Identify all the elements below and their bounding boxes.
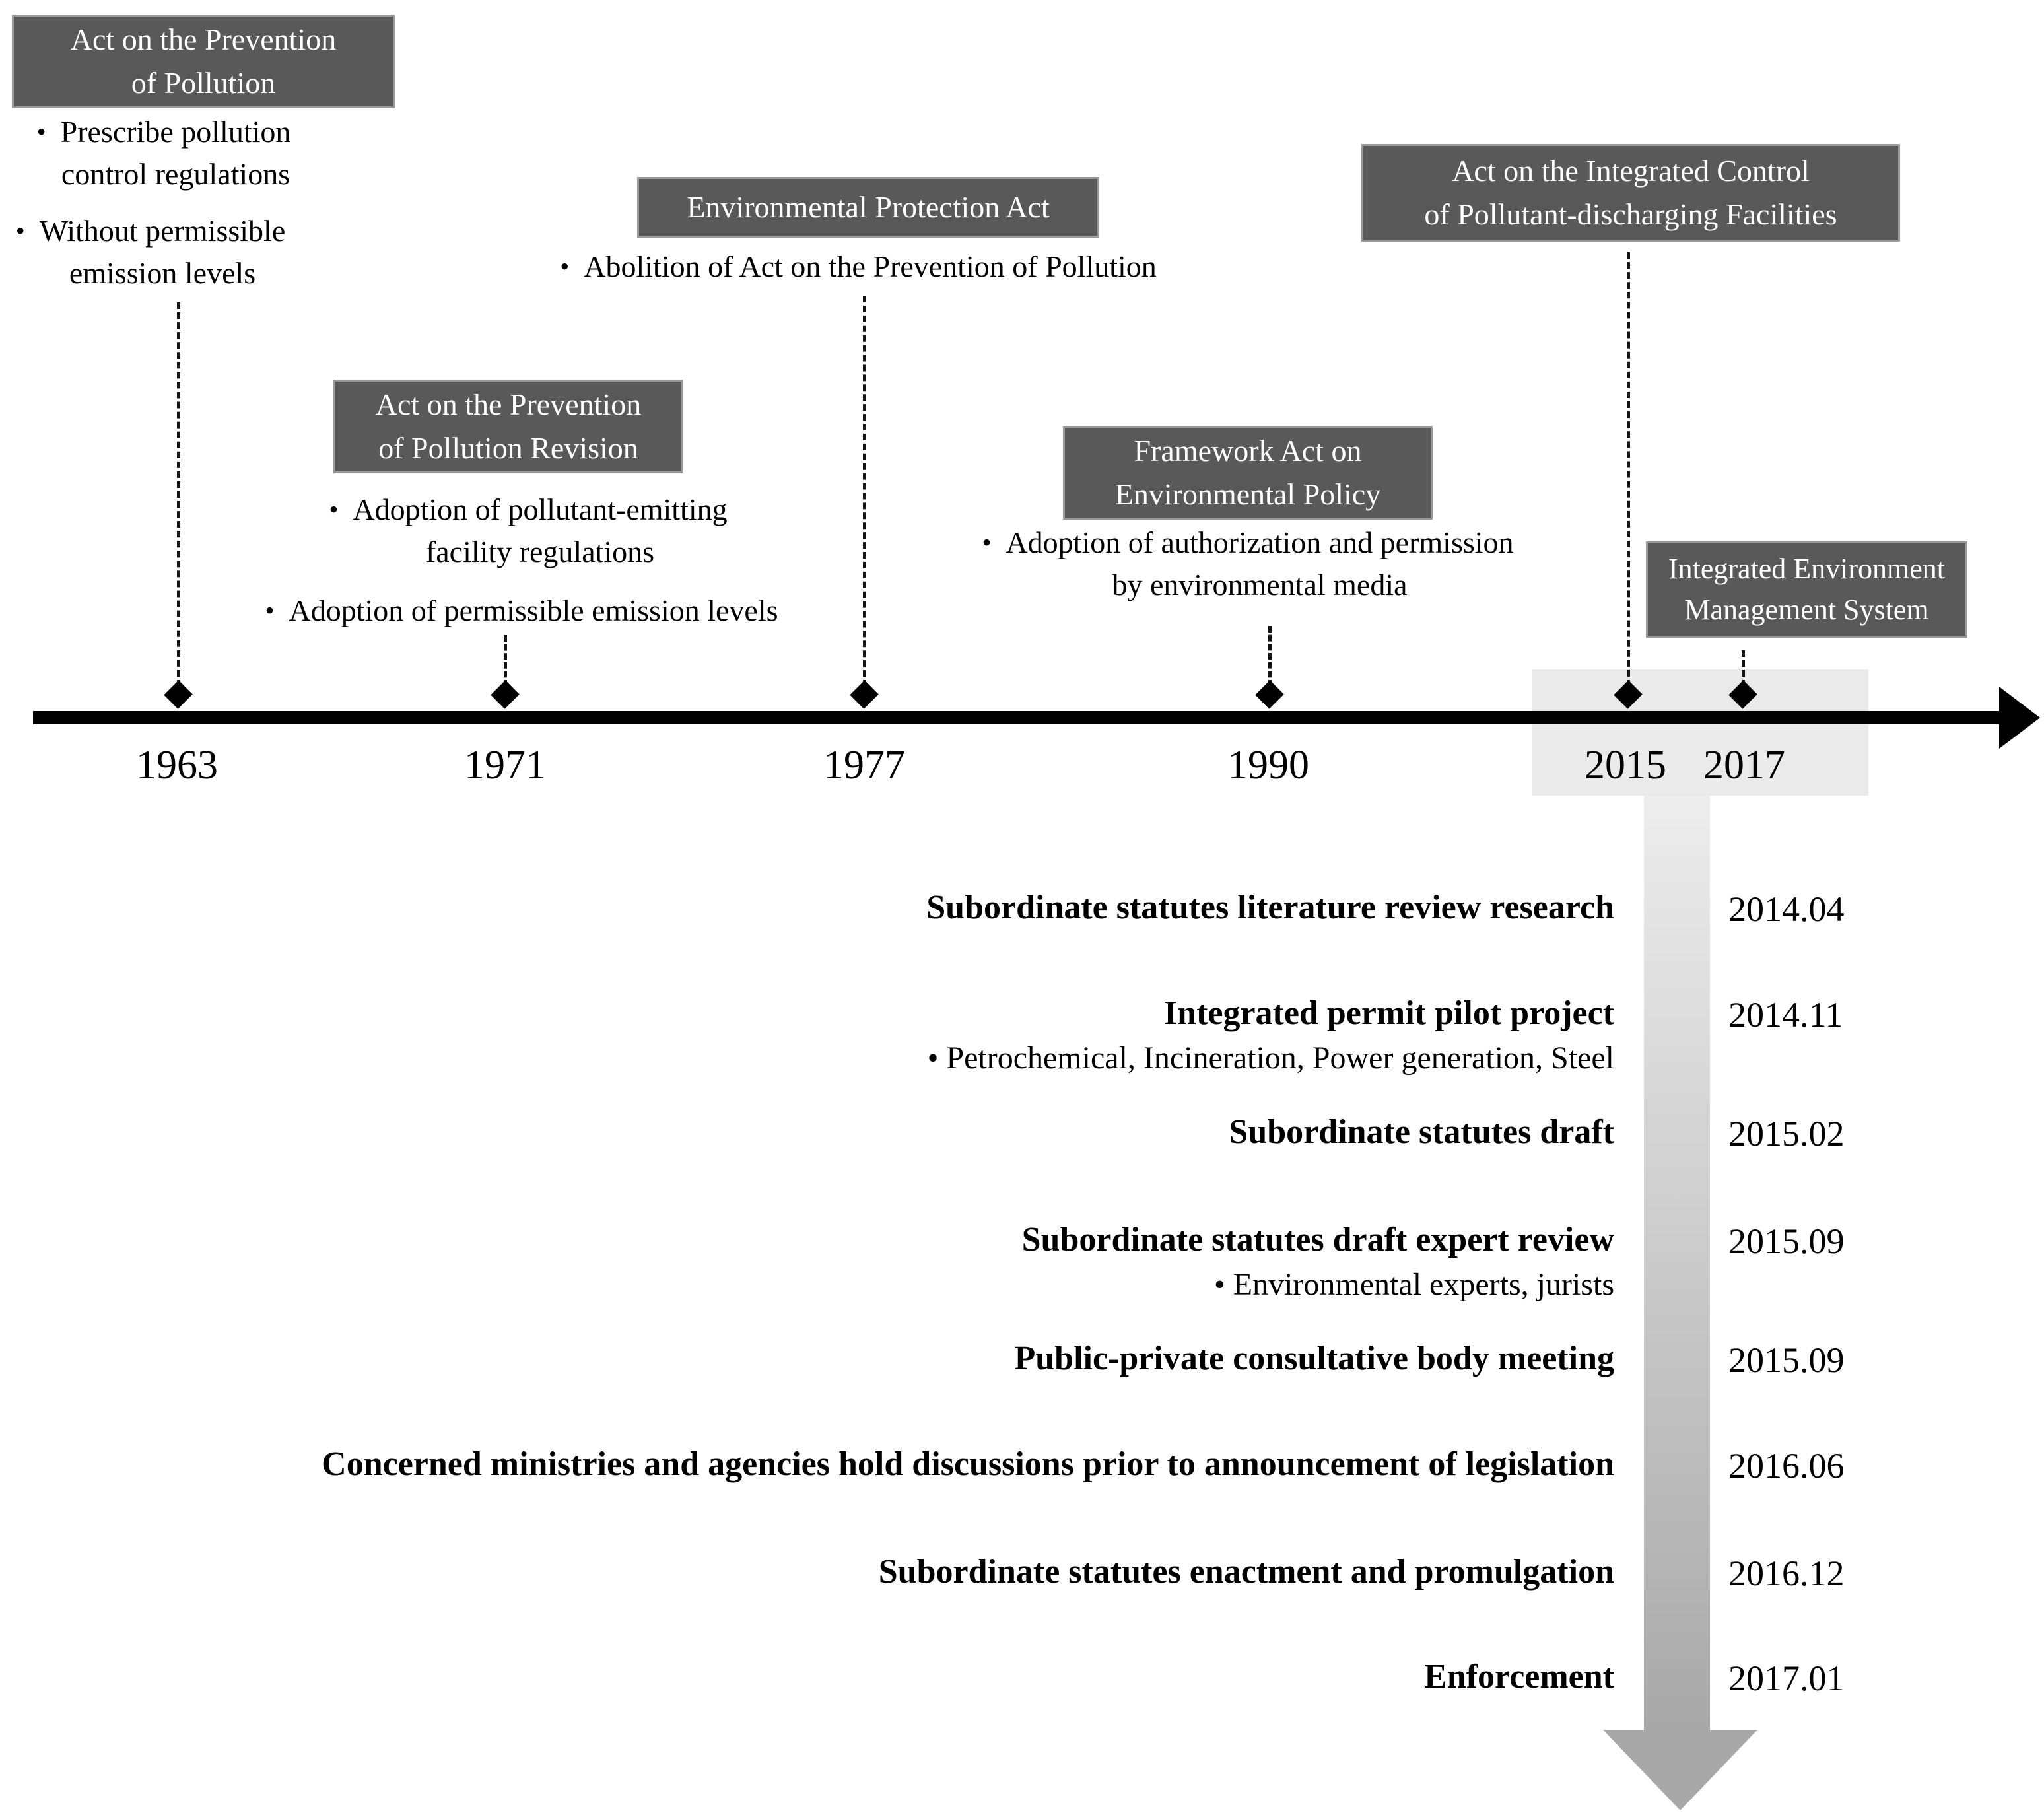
era-box-environmental-protection-act: Environmental Protection Act	[637, 177, 1099, 238]
milestone-title: Enforcement	[1424, 1658, 1614, 1696]
era-bullet-line: Prescribe pollution	[60, 115, 291, 149]
era-box-title-line: Act on the Prevention	[375, 388, 642, 421]
era-bullet-line: Without permissible	[39, 214, 286, 248]
dashed-connector-1971	[504, 635, 507, 687]
era-box-title-line: Framework Act on	[1134, 434, 1362, 467]
dashed-connector-1977	[863, 296, 866, 687]
process-arrow-head-icon	[1603, 1730, 1757, 1810]
milestone-note: • Environmental experts, jurists	[1213, 1267, 1614, 1302]
year-label-1971: 1971	[464, 743, 546, 788]
year-label-2015: 2015	[1584, 743, 1666, 788]
milestone-date: 2017.01	[1728, 1659, 1845, 1698]
milestone-title: Subordinate statutes literature review r…	[926, 889, 1614, 926]
era-bullet-authorization-by-media: • Adoption of authorization and permissi…	[982, 522, 1513, 606]
dashed-connector-2015	[1627, 252, 1630, 687]
era-box-title-line: Environmental Policy	[1114, 477, 1381, 511]
diamond-marker-1990	[1255, 680, 1284, 709]
year-label-2017: 2017	[1703, 743, 1785, 788]
diamond-marker-1971	[491, 680, 520, 709]
era-bullet-line: emission levels	[69, 256, 256, 290]
era-bullet-abolition: • Abolition of Act on the Prevention of …	[560, 246, 1157, 288]
timeline-arrowhead-icon	[1999, 687, 2040, 749]
era-bullet-line: Adoption of permissible emission levels	[289, 594, 778, 627]
milestone-date: 2016.12	[1728, 1554, 1845, 1593]
era-bullet-line: control regulations	[61, 157, 290, 191]
bullet-icon: •	[982, 528, 992, 557]
highlight-band	[1532, 669, 1868, 796]
milestone-date: 2016.06	[1728, 1446, 1845, 1486]
era-bullet-line: Abolition of Act on the Prevention of Po…	[584, 250, 1157, 283]
dashed-connector-2017	[1742, 650, 1745, 687]
era-box-framework-act: Framework Act on Environmental Policy	[1063, 426, 1433, 520]
era-box-prevention-act: Act on the Prevention of Pollution	[12, 15, 395, 108]
era-box-title-line: of Pollution	[131, 66, 276, 100]
milestone-date: 2014.04	[1728, 889, 1845, 929]
milestone-date: 2015.02	[1728, 1114, 1845, 1153]
era-box-title-line: Management System	[1684, 594, 1929, 626]
bullet-icon: •	[36, 117, 46, 147]
era-box-integrated-control-act: Act on the Integrated Control of Polluta…	[1361, 144, 1900, 242]
year-label-1963: 1963	[136, 743, 218, 788]
milestone-title: Public-private consultative body meeting	[1014, 1340, 1614, 1377]
era-bullet-prescribe-regulations: • Prescribe pollution control regulation…	[37, 111, 291, 195]
diamond-marker-1963	[164, 680, 193, 709]
milestone-note: • Petrochemical, Incineration, Power gen…	[927, 1041, 1614, 1076]
milestone-title: Subordinate statutes enactment and promu…	[878, 1553, 1614, 1591]
era-box-title-line: Integrated Environment	[1668, 553, 1946, 585]
era-bullet-facility-regulations: • Adoption of pollutant-emitting facilit…	[329, 489, 727, 573]
era-box-integrated-environment-management: Integrated Environment Management System	[1646, 541, 1967, 638]
dashed-connector-1990	[1268, 626, 1272, 687]
era-bullet-line: facility regulations	[425, 535, 655, 568]
era-box-title-line: of Pollution Revision	[378, 431, 638, 465]
milestone-title: Subordinate statutes draft expert review	[1021, 1221, 1614, 1258]
era-box-prevention-act-revision: Act on the Prevention of Pollution Revis…	[333, 380, 683, 473]
year-label-1977: 1977	[823, 743, 905, 788]
era-bullet-line: by environmental media	[1112, 568, 1408, 601]
milestone-title: Integrated permit pilot project	[1163, 994, 1614, 1032]
milestone-date: 2015.09	[1728, 1221, 1845, 1261]
bullet-icon: •	[265, 596, 275, 625]
era-box-title-line: Act on the Prevention	[70, 22, 337, 56]
era-bullet-permissible-levels: • Adoption of permissible emission level…	[265, 590, 778, 632]
bullet-icon: •	[15, 216, 25, 246]
bullet-icon: •	[329, 495, 339, 524]
year-label-1990: 1990	[1227, 743, 1309, 788]
era-box-title-line: of Pollutant-discharging Facilities	[1424, 197, 1837, 231]
era-bullet-line: Adoption of authorization and permission	[1005, 526, 1514, 559]
era-bullet-line: Adoption of pollutant-emitting	[353, 493, 728, 526]
diamond-marker-1977	[850, 680, 879, 709]
era-box-title-line: Environmental Protection Act	[687, 190, 1050, 224]
milestone-date: 2015.09	[1728, 1340, 1845, 1380]
dashed-connector-1963	[177, 302, 180, 687]
milestone-date: 2014.11	[1728, 995, 1843, 1035]
era-box-title-line: Act on the Integrated Control	[1452, 154, 1810, 188]
milestone-title: Subordinate statutes draft	[1229, 1113, 1614, 1151]
timeline-axis	[33, 711, 2000, 724]
milestone-title: Concerned ministries and agencies hold d…	[322, 1445, 1614, 1483]
bullet-icon: •	[560, 252, 570, 281]
process-arrow-shaft	[1644, 796, 1710, 1731]
era-bullet-without-permissible-levels: • Without permissible emission levels	[16, 210, 286, 294]
